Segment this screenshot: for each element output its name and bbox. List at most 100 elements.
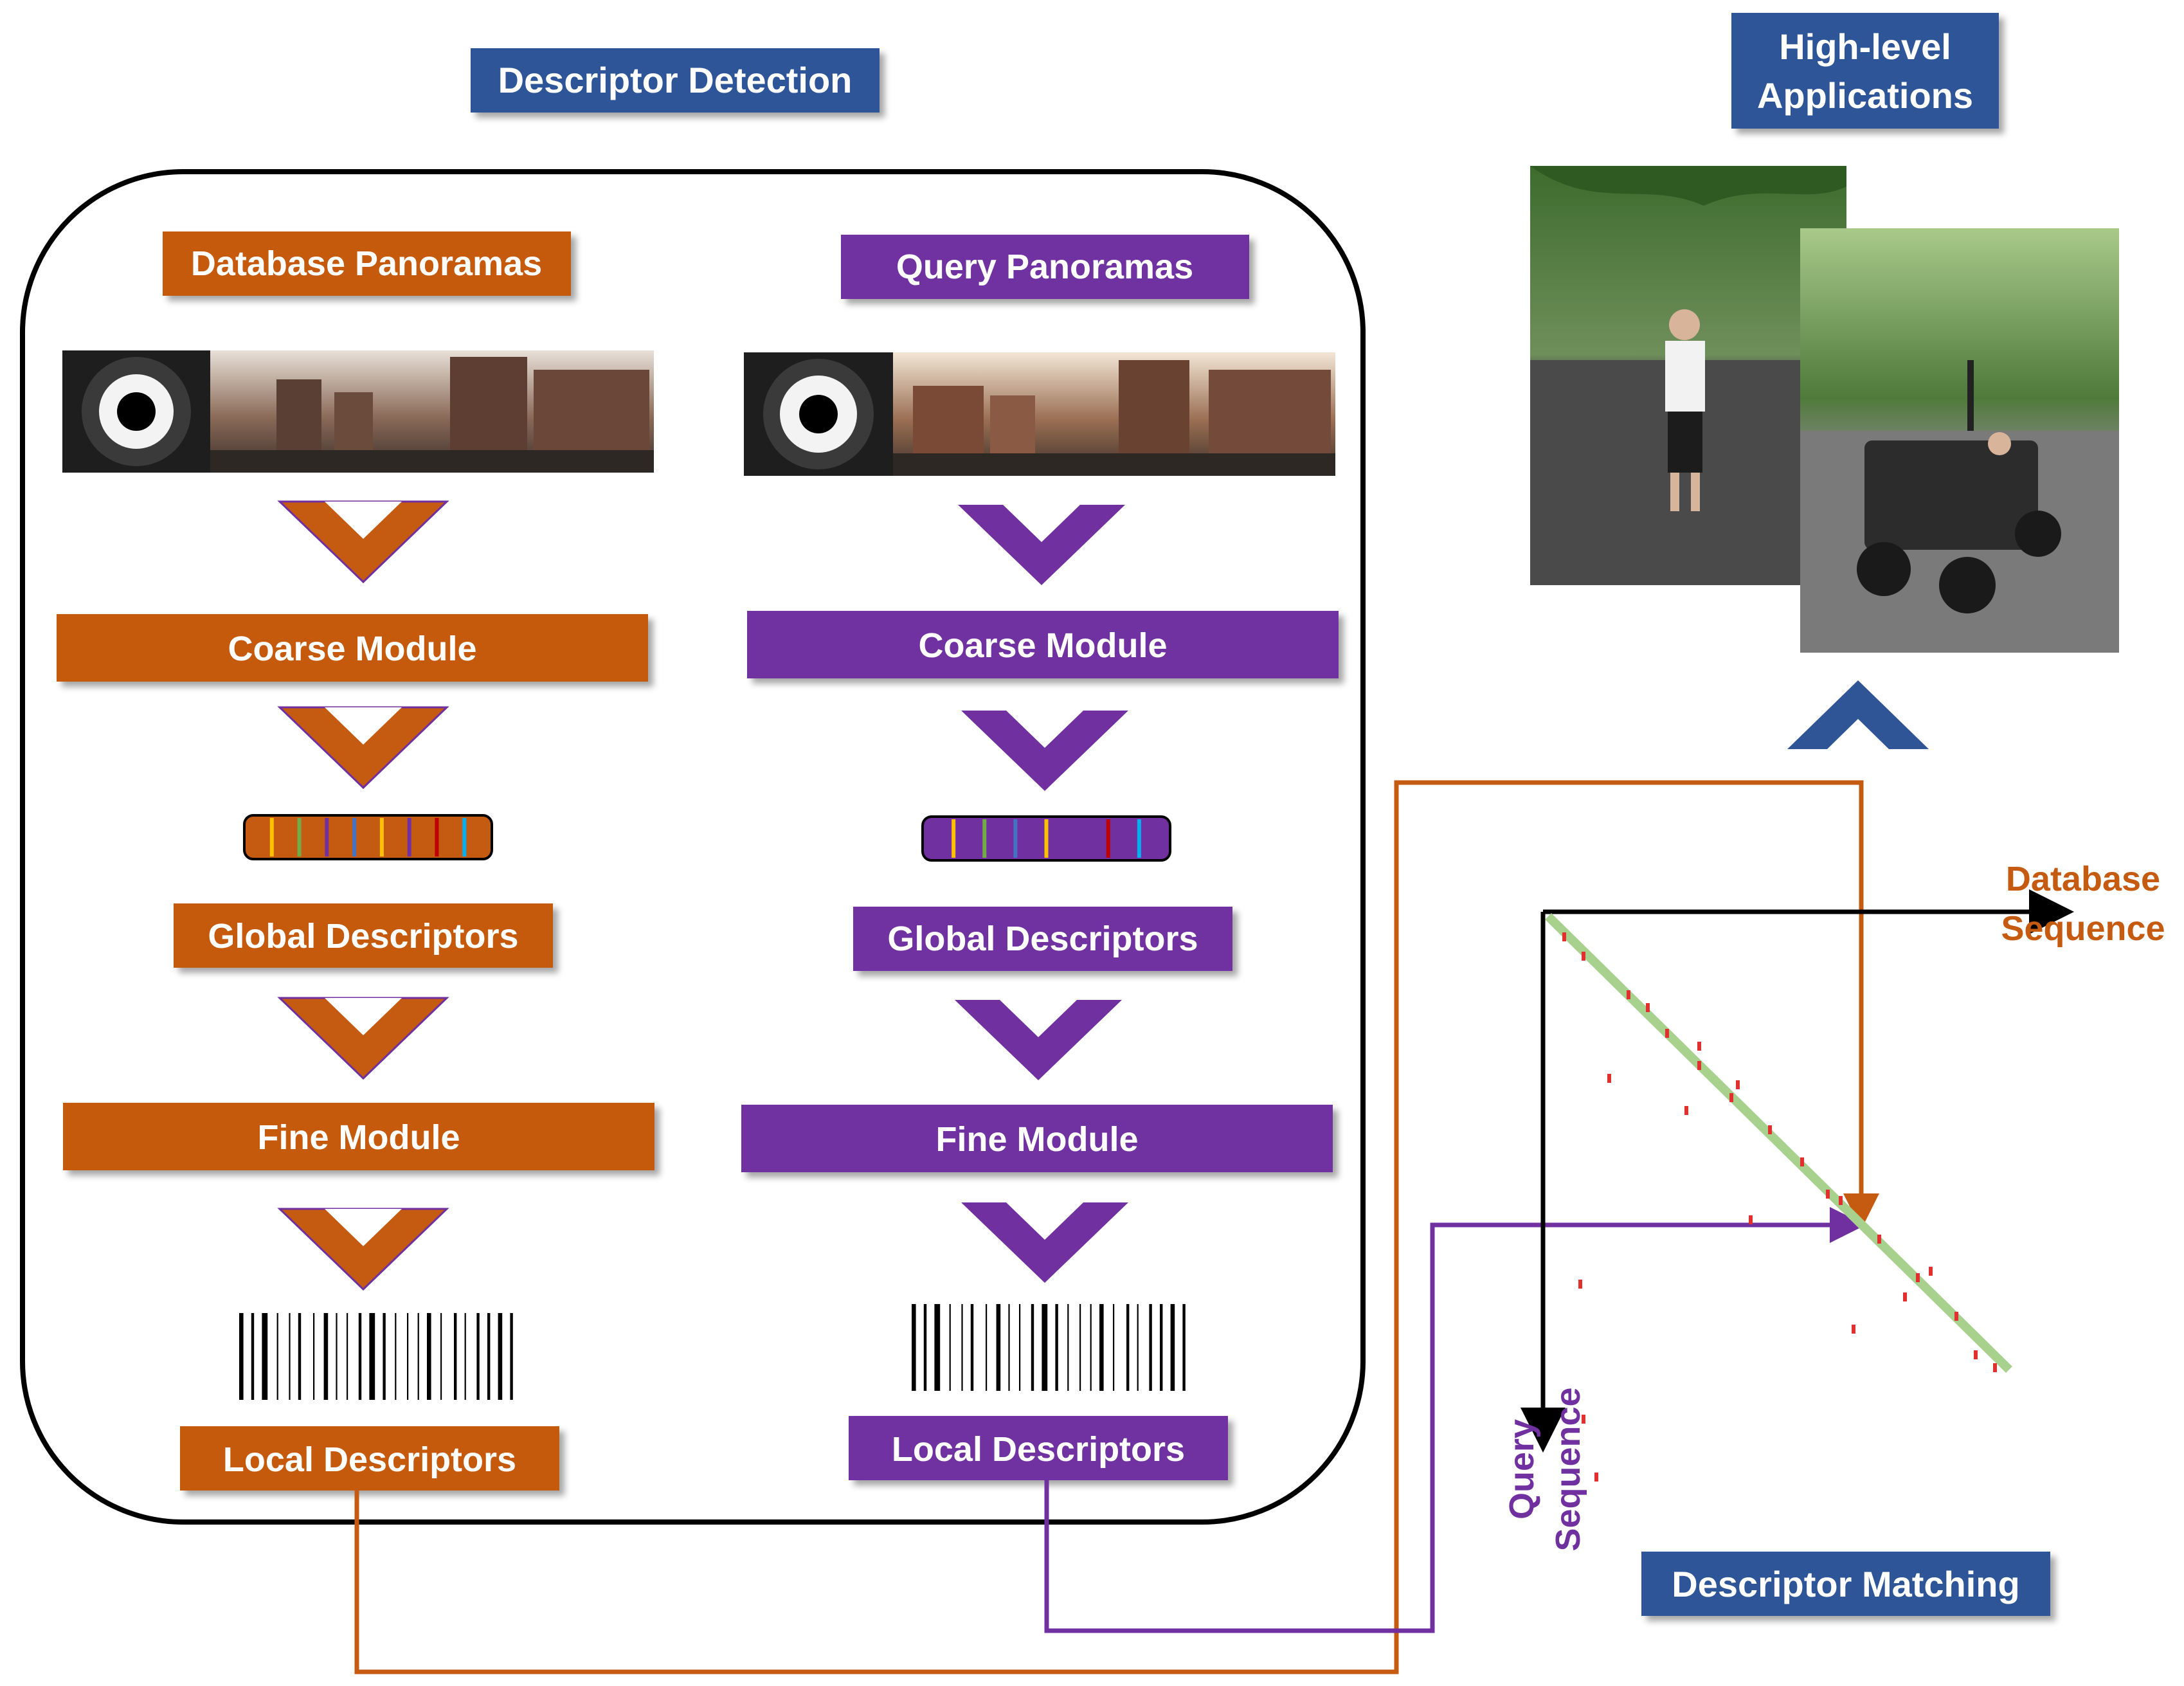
barcode-bar xyxy=(934,1304,941,1391)
barcode-bar xyxy=(358,1313,362,1400)
match-point xyxy=(1903,1292,1907,1301)
database-column: Database Panoramas Coarse Module Global xyxy=(57,231,654,1491)
query-coarse-module-box xyxy=(747,611,1339,678)
database-fine-module-box xyxy=(63,1103,654,1170)
barcode-bar xyxy=(923,1304,927,1391)
query-global-descriptor-bar xyxy=(921,815,1171,862)
barcode-bar xyxy=(487,1313,491,1400)
barcode-bar xyxy=(262,1313,268,1400)
match-point xyxy=(1993,1363,1997,1372)
match-point xyxy=(1826,1190,1830,1199)
match-point xyxy=(1684,1106,1688,1115)
descriptor-stripe xyxy=(1137,819,1141,858)
barcode-bar xyxy=(417,1313,419,1400)
barcode-bar xyxy=(1079,1304,1081,1391)
down-chevron-arrow xyxy=(961,1202,1128,1283)
barcode-bar xyxy=(1113,1304,1115,1391)
match-point xyxy=(1974,1350,1978,1359)
query-panoramas-label: Query Panoramas xyxy=(896,248,1193,286)
database-connector-line xyxy=(354,780,1879,1674)
database-barcode-icon xyxy=(239,1313,513,1400)
database-coarse-module-box xyxy=(57,614,648,682)
barcode-bar xyxy=(251,1313,255,1400)
matching-plot: Database Sequence Query Sequence xyxy=(1503,860,2165,1552)
high-level-applications-header xyxy=(1731,13,1999,129)
query-panorama-image xyxy=(744,352,1335,476)
barcode-bar xyxy=(298,1313,302,1400)
descriptor-stripe xyxy=(407,818,411,857)
descriptor-stripe xyxy=(297,818,302,857)
barcode-bar xyxy=(1019,1304,1021,1391)
query-fine-module-label: Fine Module xyxy=(936,1120,1139,1159)
descriptor-matching-title: Descriptor Matching xyxy=(1672,1564,2019,1604)
descriptor-stripe xyxy=(982,819,987,858)
descriptor-stripe xyxy=(1013,819,1018,858)
barcode-bar xyxy=(323,1313,329,1400)
query-barcode-icon xyxy=(912,1304,1186,1391)
barcode-bar xyxy=(912,1304,916,1391)
barcode-bar xyxy=(1137,1304,1139,1391)
barcode-bar xyxy=(383,1313,386,1400)
descriptor-matching-header xyxy=(1641,1552,2050,1616)
match-point xyxy=(1607,1074,1611,1083)
descriptor-stripe xyxy=(462,818,467,857)
database-panoramas-label: Database Panoramas xyxy=(191,244,542,283)
barcode-bar xyxy=(1090,1304,1092,1391)
up-chevron-arrow xyxy=(1787,680,1929,749)
database-sequence-label-2: Sequence xyxy=(2001,909,2165,948)
descriptor-stripe xyxy=(269,818,274,857)
database-global-descriptors-label: Global Descriptors xyxy=(208,917,518,956)
barcode-bar xyxy=(1149,1304,1152,1391)
down-chevron-arrow xyxy=(958,505,1125,585)
query-panoramas-box xyxy=(841,235,1249,299)
barcode-bar xyxy=(986,1304,988,1391)
barcode-bar xyxy=(464,1313,466,1400)
barcode-bar xyxy=(1055,1304,1058,1391)
database-panorama-image xyxy=(62,350,654,473)
down-chevron-arrow xyxy=(961,711,1128,791)
query-coarse-module-label: Coarse Module xyxy=(918,626,1167,665)
match-point xyxy=(1736,1080,1740,1089)
application-photo-person xyxy=(1530,166,1846,585)
barcode-bar xyxy=(1008,1304,1010,1391)
barcode-bar xyxy=(1126,1304,1130,1391)
query-fine-module-box xyxy=(741,1105,1333,1172)
barcode-bar xyxy=(1182,1304,1186,1391)
descriptor-matching-box xyxy=(1641,1552,2050,1616)
query-global-descriptors-label: Global Descriptors xyxy=(887,920,1198,958)
barcode-bar xyxy=(347,1313,348,1400)
barcode-bar xyxy=(1170,1304,1175,1391)
match-point xyxy=(1582,1415,1585,1424)
query-sequence-label-1: Query xyxy=(1503,1419,1541,1519)
match-point xyxy=(1594,1473,1598,1482)
descriptor-stripe xyxy=(1044,819,1049,858)
descriptor-stripe xyxy=(435,818,439,857)
match-point xyxy=(1562,932,1566,941)
descriptor-detection-header xyxy=(471,48,880,113)
barcode-bar xyxy=(289,1313,291,1400)
barcode-bar xyxy=(454,1313,457,1400)
descriptor-stripe xyxy=(352,818,357,857)
barcode-bar xyxy=(276,1313,278,1400)
barcode-bar xyxy=(1031,1304,1034,1391)
barcode-bar xyxy=(336,1313,338,1400)
match-diagonal xyxy=(1545,913,2012,1373)
barcode-bar xyxy=(970,1304,974,1391)
database-panoramas-box xyxy=(163,231,571,296)
barcode-bar xyxy=(395,1313,397,1400)
match-point xyxy=(1916,1273,1920,1282)
descriptor-stripe xyxy=(325,818,329,857)
query-local-descriptors-box xyxy=(849,1416,1228,1480)
barcode-bar xyxy=(498,1313,503,1400)
database-sequence-label-1: Database xyxy=(2006,860,2160,898)
match-point xyxy=(1697,1061,1701,1070)
barcode-bar xyxy=(996,1304,1001,1391)
descriptor-detection-title: Descriptor Detection xyxy=(498,60,853,100)
barcode-bar xyxy=(949,1304,951,1391)
match-point xyxy=(1578,1280,1582,1289)
barcode-bar xyxy=(369,1313,375,1400)
high-level-title-line-2: Applications xyxy=(1757,75,1973,116)
high-level-applications-box xyxy=(1731,13,1999,129)
high-level-title-line-1: High-level xyxy=(1779,26,1951,67)
